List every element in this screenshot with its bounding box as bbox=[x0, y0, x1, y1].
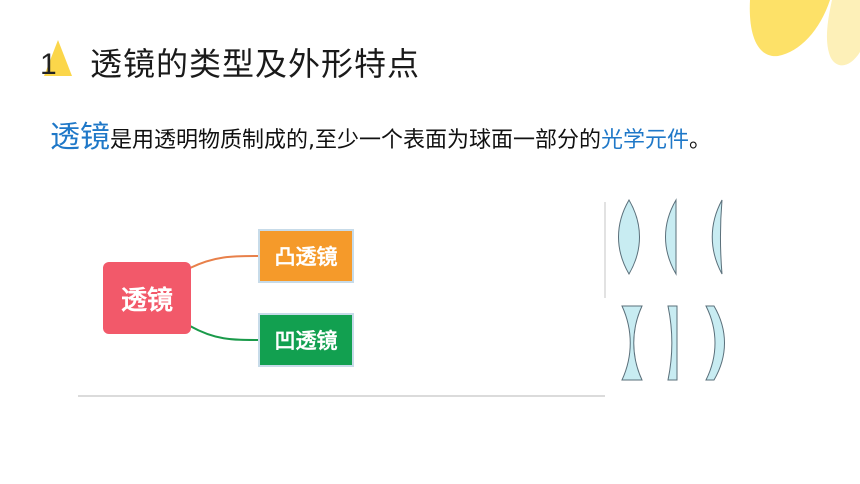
connector-convex bbox=[189, 255, 259, 269]
mindmap-node-convex: 凸透镜 bbox=[258, 229, 354, 283]
page-title: 透镜的类型及外形特点 bbox=[90, 45, 421, 83]
convex-meniscus-lens-icon bbox=[711, 199, 723, 275]
section-badge-icon bbox=[44, 40, 72, 76]
corner-decoration bbox=[749, 0, 860, 66]
definition-highlight: 光学元件 bbox=[601, 128, 690, 153]
definition-term: 透镜 bbox=[50, 120, 110, 155]
definition-text: 透镜是用透明物质制成的,至少一个表面为球面一部分的光学元件。 bbox=[50, 118, 711, 161]
definition-end: 。 bbox=[689, 128, 712, 153]
mindmap-root-node: 透镜 bbox=[103, 262, 191, 334]
pale-yellow-leaf-shape bbox=[826, 0, 860, 66]
mindmap-node-concave: 凹透镜 bbox=[258, 313, 354, 367]
section-number: 1 bbox=[40, 48, 57, 81]
biconvex-lens-icon bbox=[618, 199, 640, 275]
connector-concave bbox=[189, 325, 259, 341]
plano-concave-lens-icon bbox=[667, 305, 678, 381]
definition-body: 是用透明物质制成的,至少一个表面为球面一部分的 bbox=[110, 128, 601, 153]
yellow-leaf-shape bbox=[749, 0, 830, 57]
concave-meniscus-lens-icon bbox=[705, 305, 725, 381]
biconcave-lens-icon bbox=[621, 305, 643, 381]
plano-convex-lens-icon bbox=[665, 198, 677, 276]
